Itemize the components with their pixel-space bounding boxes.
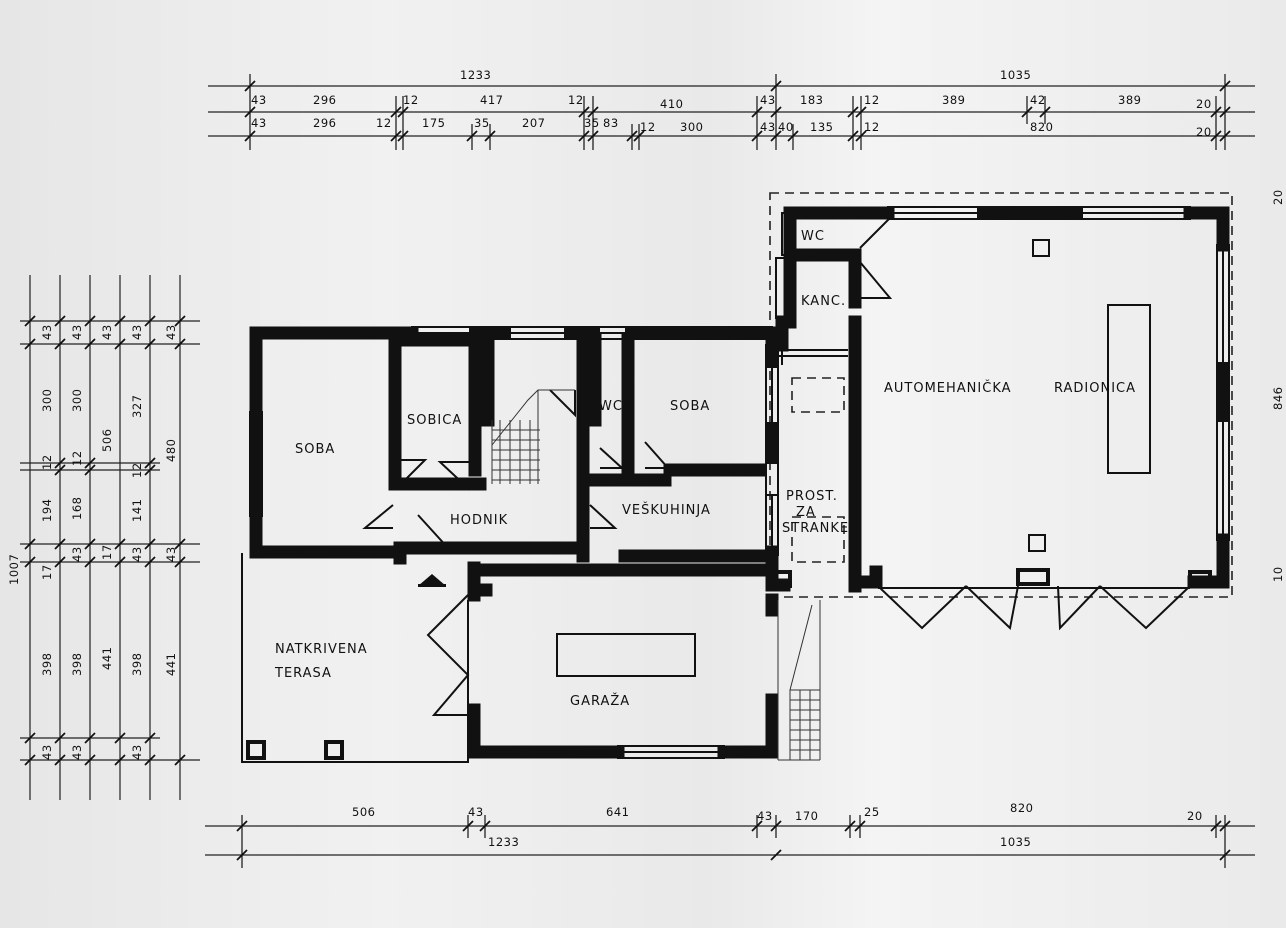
dim-left-c1-4: 17 [40,564,54,580]
dim-right-1: 846 [1271,387,1285,410]
dim-top-r3-6: 35 [584,116,600,130]
dim-top-r3-8: 12 [640,120,656,134]
dim-bottom-r1-6: 820 [1010,801,1033,815]
dim-left-c1-5: 398 [40,653,54,676]
dim-top-r3-1: 296 [313,116,336,130]
dim-bottom-r1-2: 641 [606,805,629,819]
dim-top-r2-11: 389 [1118,93,1141,107]
dim-top-r3-13: 12 [864,120,880,134]
dim-bottom-total-left: 1233 [488,835,519,849]
label-prost-2: ZA [796,505,816,520]
label-wc-mid: WC [599,399,623,414]
dim-left-c4-3: 141 [130,499,144,522]
dim-top-r3-10: 43 [760,120,776,134]
dim-top-r3-11: 40 [778,120,794,134]
dim-top-r3-9: 300 [680,120,703,134]
dim-top-r3-2: 12 [376,116,392,130]
dim-left-c1-1: 300 [40,389,54,412]
dim-top-r2-3: 417 [480,93,503,107]
dim-top-r3-12: 135 [810,120,833,134]
label-radionica-2: RADIONICA [1054,381,1136,396]
dim-left-c2-5: 398 [70,653,84,676]
label-wc-top: WC [801,229,825,244]
dim-top-r2-8: 12 [864,93,880,107]
dim-bottom-r1-7: 20 [1187,809,1203,823]
dim-top-r2-6: 43 [760,93,776,107]
dim-top-r3-3: 175 [422,116,445,130]
dim-left-c5-0: 43 [164,324,178,340]
dim-left-c3-2: 17 [100,544,114,560]
workshop-block [769,192,1233,631]
dim-left-c2-3: 168 [70,497,84,520]
dim-bottom-r1-4: 170 [795,809,818,823]
dim-left-c2-2: 12 [70,450,84,466]
top-dimension-chain: 1233 1035 43 296 12 417 12 410 43 183 12… [208,68,1255,150]
dim-top-total-right: 1035 [1000,68,1031,82]
dim-top-r3-7: 83 [603,116,619,130]
dim-left-c2-1: 300 [70,389,84,412]
label-sobica: SOBICA [407,413,462,428]
label-prost-1: PROST. [786,489,838,504]
dim-top-r2-7: 183 [800,93,823,107]
dim-left-c2-0: 43 [70,324,84,340]
dim-top-r2-5: 410 [660,97,683,111]
dim-left-c4-0: 43 [130,324,144,340]
dim-left-c5-1: 480 [164,439,178,462]
dim-left-c1-2: 12 [40,454,54,470]
dim-top-r2-12: 20 [1196,97,1212,111]
dim-left-c4-1: 327 [130,395,144,418]
dim-left-c2-6: 43 [70,744,84,760]
dim-left-c5-2: 43 [164,546,178,562]
dim-left-c5-3: 441 [164,653,178,676]
dim-left-c4-6: 43 [130,744,144,760]
dim-top-r2-9: 389 [942,93,965,107]
dim-top-r3-15: 20 [1196,125,1212,139]
dim-left-c4-4: 43 [130,546,144,562]
dim-bottom-r1-5: 25 [864,805,880,819]
label-hodnik: HODNIK [450,513,508,528]
dim-left-total: 1007 [7,554,21,585]
dim-top-r2-1: 296 [313,93,336,107]
dim-right-2: 10 [1271,566,1285,582]
dim-bottom-total-right: 1035 [1000,835,1031,849]
room-labels: SOBA SOBICA WC SOBA HODNIK VEŠKUHINJA GA… [274,229,1136,709]
label-soba-right: SOBA [670,399,710,414]
dim-bottom-r1-1: 43 [468,805,484,819]
dim-bottom-r1-3: 43 [757,809,773,823]
label-kanc: KANC. [801,294,846,309]
dim-top-r2-0: 43 [251,93,267,107]
dim-left-c2-4: 43 [70,546,84,562]
dim-top-total-left: 1233 [460,68,491,82]
left-dimension-chain: 1007 43 300 12 194 17 398 43 43 300 12 1… [7,275,200,800]
house-block [241,326,821,763]
dim-left-c3-3: 441 [100,647,114,670]
label-veskuhinja: VEŠKUHINJA [622,502,711,518]
dim-left-c1-3: 194 [40,499,54,522]
dim-left-c1-0: 43 [40,324,54,340]
label-garaza: GARAŽA [570,693,630,709]
label-prost-3: STRANKE [782,521,849,536]
right-dimension-chain: 20 846 10 [1271,189,1285,582]
dim-left-c3-0: 43 [100,324,114,340]
dim-right-0: 20 [1271,189,1285,205]
label-terasa-2: TERASA [274,666,332,681]
dim-top-r3-4: 35 [474,116,490,130]
label-radionica-1: AUTOMEHANIČKA [884,380,1012,396]
dim-top-r3-5: 207 [522,116,545,130]
dim-top-r3-0: 43 [251,116,267,130]
dim-top-r3-14: 820 [1030,120,1053,134]
dim-left-c3-1: 506 [100,429,114,452]
dim-top-r2-2: 12 [403,93,419,107]
dim-left-c4-5: 398 [130,653,144,676]
dim-left-c4-2: 12 [130,462,144,478]
dim-left-c1-6: 43 [40,744,54,760]
label-soba-left: SOBA [295,442,335,457]
label-terasa-1: NATKRIVENA [275,642,368,657]
dim-top-r2-10: 42 [1030,93,1046,107]
dim-top-r2-4: 12 [568,93,584,107]
dim-bottom-r1-0: 506 [352,805,375,819]
bottom-dimension-chain: 506 43 641 43 170 25 820 20 1233 1035 [205,801,1255,868]
